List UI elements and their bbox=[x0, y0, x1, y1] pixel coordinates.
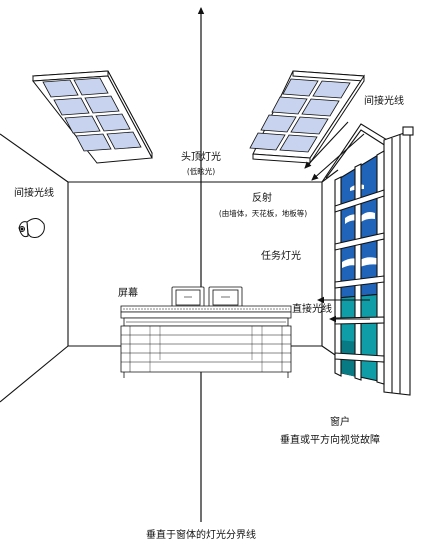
ceiling-lamp-left bbox=[32, 70, 153, 164]
overhead-light-label: 头顶灯光 bbox=[181, 152, 221, 163]
wall-lamp-icon bbox=[18, 218, 45, 238]
window-label: 窗户 bbox=[330, 417, 350, 428]
direct-light-arrows bbox=[317, 296, 370, 323]
low-glare-note: (低眩光) bbox=[186, 167, 216, 176]
boundary-line-label: 垂直于窗体的灯光分界线 bbox=[146, 530, 256, 541]
screen-label: 屏幕 bbox=[118, 288, 138, 299]
task-light-label: 任务灯光 bbox=[261, 251, 301, 262]
window bbox=[321, 123, 414, 396]
indirect-light-label-right: 间接光线 bbox=[364, 96, 404, 107]
reflection-label: 反射 bbox=[252, 193, 272, 204]
window-note: 垂直或平方向视觉故障 bbox=[280, 435, 380, 446]
reflection-note: (由墙体，天花板，地板等) bbox=[218, 209, 308, 218]
ceiling-lamp-right bbox=[249, 70, 365, 165]
indirect-light-label-left: 间接光线 bbox=[14, 188, 54, 199]
indirect-light-arrows bbox=[304, 121, 365, 181]
direct-light-label: 直接光线 bbox=[292, 304, 332, 315]
workstation bbox=[120, 286, 292, 378]
